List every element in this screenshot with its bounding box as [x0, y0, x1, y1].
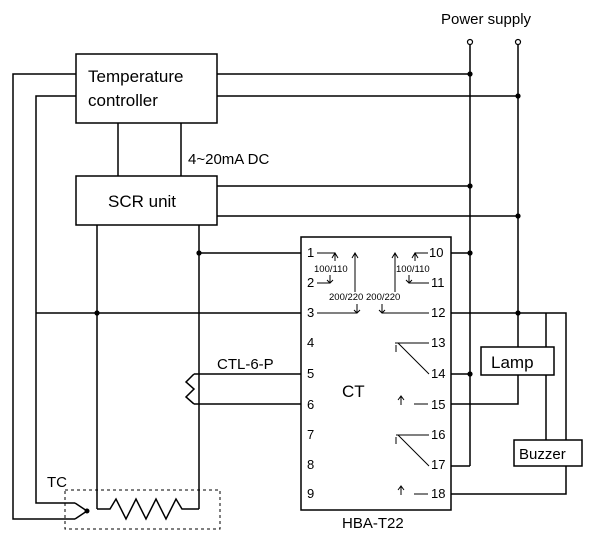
- junction-dot: [515, 93, 521, 99]
- wire-terminal-15: [451, 375, 519, 405]
- pin-18: 18: [431, 486, 445, 501]
- lamp: Lamp: [480, 346, 555, 376]
- tc-label: TC: [47, 474, 67, 491]
- wire-terminal-12-18: [451, 312, 567, 495]
- junction-dot: [515, 310, 521, 316]
- power-terminal-right: [514, 38, 522, 46]
- ct-sensor-icon: [184, 373, 196, 405]
- left-high-voltage-label: 200/220: [329, 292, 363, 303]
- junction-dot: [94, 310, 100, 316]
- pin-1: 1: [307, 245, 314, 260]
- pin-14: 14: [431, 366, 445, 381]
- heater-resistor-icon: [97, 497, 199, 521]
- controller-label-line1: Temperature: [88, 67, 183, 86]
- junction-dot: [467, 71, 473, 77]
- pin-2: 2: [307, 275, 314, 290]
- pin-7: 7: [307, 427, 314, 442]
- junction-dot: [467, 371, 473, 377]
- left-low-voltage-label: 100/110: [314, 264, 348, 275]
- scr-unit-label: SCR unit: [108, 192, 176, 211]
- pin-8: 8: [307, 457, 314, 472]
- scr-unit: SCR unit: [75, 175, 218, 226]
- pin-5: 5: [307, 366, 314, 381]
- pin-6: 6: [307, 397, 314, 412]
- pin-9: 9: [307, 486, 314, 501]
- temperature-controller: Temperature controller: [75, 53, 218, 124]
- junction-dot: [515, 213, 521, 219]
- tc-wire-outer: [12, 73, 76, 520]
- right-low-voltage-label: 100/110: [396, 264, 430, 275]
- relay-contact-1: [395, 342, 430, 405]
- buzzer: Buzzer: [513, 439, 583, 467]
- thermocouple-junction: [84, 508, 90, 514]
- signal-label: 4~20mA DC: [188, 151, 269, 168]
- heater-zone: [64, 489, 221, 530]
- controller-label-line2: controller: [88, 91, 158, 110]
- pin-11: 11: [431, 275, 445, 290]
- relay-contact-2: [395, 434, 430, 495]
- junction-dot: [196, 250, 202, 256]
- right-high-voltage-label: 200/220: [366, 292, 400, 303]
- junction-dot: [467, 250, 473, 256]
- buzzer-label: Buzzer: [519, 446, 566, 463]
- ct-label: CT: [342, 382, 365, 401]
- power-terminal-left: [466, 38, 474, 46]
- pin-10: 10: [429, 245, 443, 260]
- pin-17: 17: [431, 457, 445, 472]
- module-name: HBA-T22: [342, 515, 404, 532]
- ct-sensor-label: CTL-6-P: [217, 356, 274, 373]
- power-supply-label: Power supply: [441, 11, 532, 28]
- pin-12: 12: [431, 305, 445, 320]
- pin-13: 13: [431, 335, 445, 350]
- pin-3: 3: [307, 305, 314, 320]
- lamp-label: Lamp: [491, 353, 534, 372]
- pin-4: 4: [307, 335, 314, 350]
- tc-wire-inner: [35, 95, 76, 504]
- pin-16: 16: [431, 427, 445, 442]
- pin-15: 15: [431, 397, 445, 412]
- junction-dot: [467, 183, 473, 189]
